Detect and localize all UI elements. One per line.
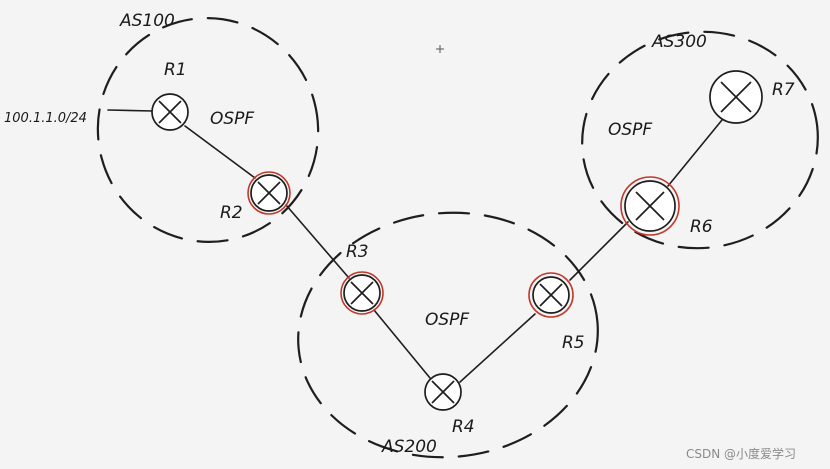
as300-label: AS300 — [651, 32, 707, 52]
router-r1-label: R1 — [164, 60, 187, 80]
router-r6-label: R6 — [690, 217, 713, 237]
router-r4-label: R4 — [452, 417, 475, 437]
router-r3 — [340, 271, 384, 315]
link-r5-r6 — [569, 221, 629, 281]
ospf-label-as200: OSPF — [425, 310, 469, 330]
router-r7-label: R7 — [772, 80, 795, 100]
router-r5 — [528, 272, 574, 318]
router-r6 — [620, 176, 680, 236]
ospf-label-as300: OSPF — [608, 120, 652, 140]
cursor-mark — [436, 45, 444, 53]
link-r1-r2 — [184, 125, 256, 179]
link-r3-r4 — [373, 309, 431, 379]
router-r7 — [709, 70, 763, 124]
router-r2-label: R2 — [220, 203, 243, 223]
network-label: 100.1.1.0/24 — [4, 111, 87, 126]
watermark: CSDN @小度爱学习 — [686, 446, 796, 461]
router-r2 — [247, 171, 291, 215]
link-r4-r5 — [459, 313, 536, 383]
as300-boundary — [581, 30, 819, 250]
router-r4 — [424, 373, 462, 411]
router-r1 — [151, 93, 189, 131]
ospf-label-as100: OSPF — [210, 109, 254, 129]
as100-label: AS100 — [119, 11, 175, 31]
as100-boundary — [96, 17, 320, 243]
as200-boundary — [297, 211, 599, 459]
link-r6-r7 — [667, 119, 723, 187]
link-external-r1 — [107, 109, 154, 112]
router-r3-label: R3 — [346, 242, 369, 262]
link-r2-r3 — [285, 204, 350, 279]
as200-label: AS200 — [381, 437, 437, 457]
router-r5-label: R5 — [562, 333, 585, 353]
